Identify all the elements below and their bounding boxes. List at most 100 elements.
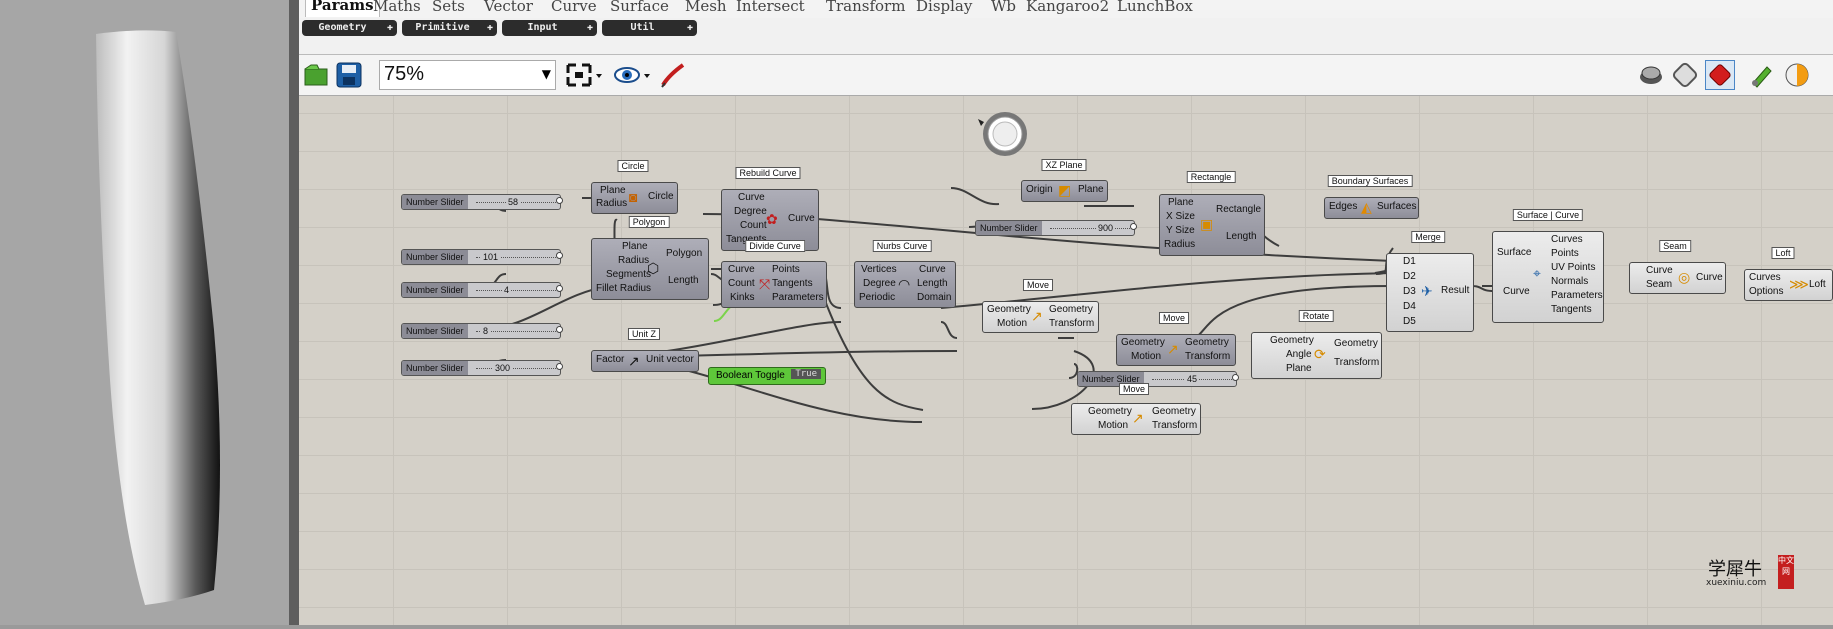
plane-icon: ◩ xyxy=(1058,182,1072,198)
nurbs-icon: ◠ xyxy=(898,276,911,292)
tab-kangaroo2[interactable]: Kangaroo2 xyxy=(1026,0,1110,15)
surface-curve-intersect-component[interactable]: Surface Curve ⌖ Curves Points UV Points … xyxy=(1492,231,1604,323)
tab-transform[interactable]: Transform xyxy=(826,0,906,15)
tab-intersect[interactable]: Intersect xyxy=(736,0,805,15)
boundary-surfaces-component[interactable]: Edges ◭ Surfaces xyxy=(1324,197,1419,219)
intersect-icon: ⌖ xyxy=(1533,265,1541,281)
rectangle-icon: ▣ xyxy=(1200,216,1214,232)
loft-component[interactable]: Curves Options ⋙ Loft xyxy=(1744,269,1833,301)
tab-wb[interactable]: Wb xyxy=(991,0,1017,15)
seam-component[interactable]: Curve Seam ◎ Curve xyxy=(1629,262,1726,294)
ribbon-tab-bar: Params Maths Sets Vector Curve Surface M… xyxy=(299,0,1833,19)
xuexiniu-logo: 学犀牛 xuexiniu.com 中文网 xyxy=(1706,555,1794,589)
output-grip[interactable] xyxy=(556,285,563,292)
component-title: Rectangle xyxy=(1186,171,1236,183)
merge-component[interactable]: D1 D2 D3 D4 D5 ✈ Result xyxy=(1386,253,1474,332)
hexagon-icon: ⬡ xyxy=(647,260,660,276)
loft-surface-render xyxy=(96,30,220,605)
move-component[interactable]: Geometry Motion ↗ Geometry Transform xyxy=(982,301,1099,333)
preview-wireframe-icon[interactable] xyxy=(1671,61,1699,89)
green-paint-icon[interactable] xyxy=(1747,61,1775,89)
tab-mesh[interactable]: Mesh xyxy=(685,0,727,15)
component-title: Move xyxy=(1022,279,1054,291)
tab-vector[interactable]: Vector xyxy=(484,0,533,15)
rhino-viewport[interactable] xyxy=(0,0,289,625)
dropdown-geometry[interactable]: Geometry✚ xyxy=(302,20,397,36)
save-icon[interactable] xyxy=(335,61,363,89)
component-title: Seam xyxy=(1659,240,1691,252)
tab-maths[interactable]: Maths xyxy=(373,0,421,15)
tab-params[interactable]: Params xyxy=(305,0,380,17)
tab-lunchbox[interactable]: LunchBox xyxy=(1117,0,1193,15)
merge-icon: ✈ xyxy=(1421,283,1433,299)
component-title: Rotate xyxy=(1298,310,1334,322)
expand-icon: ✚ xyxy=(486,22,493,33)
xz-plane-component[interactable]: Origin ◩ Plane xyxy=(1021,180,1108,202)
tab-surface[interactable]: Surface xyxy=(610,0,669,15)
seam-icon: ◎ xyxy=(1678,269,1691,285)
move-component[interactable]: Geometry Motion ↗ Geometry Transform xyxy=(1116,334,1236,366)
preview-selected-icon[interactable] xyxy=(1705,60,1735,90)
preview-eye-icon[interactable] xyxy=(613,62,653,88)
rebuild-icon: ✿ xyxy=(766,211,778,227)
rotate-icon: ⟳ xyxy=(1314,346,1326,362)
tab-sets[interactable]: Sets xyxy=(432,0,465,15)
tab-curve[interactable]: Curve xyxy=(551,0,597,15)
move-icon: ↗ xyxy=(1031,308,1043,324)
zoom-level-select[interactable]: 75% ▼ xyxy=(379,60,556,90)
canvas-toolbar: 75% ▼ xyxy=(299,55,1833,96)
wire xyxy=(940,321,958,339)
expand-icon: ✚ xyxy=(386,22,393,33)
output-grip[interactable] xyxy=(556,326,563,333)
expand-icon: ✚ xyxy=(586,22,593,33)
chevron-down-icon: ▼ xyxy=(541,67,551,81)
component-title: Move xyxy=(1118,383,1150,395)
output-grip[interactable] xyxy=(556,197,563,204)
zoom-extents-icon[interactable] xyxy=(565,62,605,88)
divide-curve-component[interactable]: Curve Count Kinks ⤧ Points Tangents Para… xyxy=(721,261,827,308)
dropdown-primitive[interactable]: Primitive✚ xyxy=(402,20,497,36)
tab-display[interactable]: Display xyxy=(916,0,973,15)
preview-shaded-icon[interactable] xyxy=(1637,61,1665,89)
wire xyxy=(817,281,924,411)
nurbs-curve-component[interactable]: Vertices Degree Periodic ◠ Curve Length … xyxy=(854,261,956,308)
unit-z-component[interactable]: Factor ↗ Unit vector xyxy=(591,350,699,372)
component-title: Divide Curve xyxy=(745,240,805,252)
polygon-component[interactable]: Plane Radius Segments Fillet Radius ⬡ Po… xyxy=(591,238,709,300)
custom-preview-icon[interactable] xyxy=(1783,61,1811,89)
output-grip[interactable] xyxy=(556,363,563,370)
move-component[interactable]: Geometry Motion ↗ Geometry Transform xyxy=(1071,403,1201,435)
output-grip[interactable] xyxy=(556,252,563,259)
loft-icon: ⋙ xyxy=(1789,276,1809,292)
divide-icon: ⤧ xyxy=(759,276,771,292)
move-icon: ↗ xyxy=(1132,410,1144,426)
rotate-component[interactable]: Geometry Angle Plane ⟳ Geometry Transfor… xyxy=(1251,332,1382,379)
panel-divider[interactable] xyxy=(289,0,299,625)
circle-component[interactable]: Plane Radius ◙ Circle xyxy=(591,182,678,214)
move-icon: ↗ xyxy=(1167,341,1179,357)
component-title: Unit Z xyxy=(627,328,661,340)
component-title: Loft xyxy=(1771,247,1795,259)
sketch-pen-icon[interactable] xyxy=(659,61,689,89)
boundary-icon: ◭ xyxy=(1361,199,1372,215)
circle-icon: ◙ xyxy=(629,189,638,205)
rectangle-component[interactable]: Plane X Size Y Size Radius ▣ Rectangle L… xyxy=(1159,194,1265,256)
navigation-compass-icon[interactable] xyxy=(975,106,1031,162)
open-file-icon[interactable] xyxy=(303,61,331,89)
output-grip[interactable] xyxy=(1130,223,1137,230)
component-title: Merge xyxy=(1411,231,1445,243)
dropdown-util[interactable]: Util✚ xyxy=(602,20,697,36)
component-title: Circle xyxy=(617,160,649,172)
dropdown-input[interactable]: Input✚ xyxy=(502,20,597,36)
component-title: Rebuild Curve xyxy=(735,167,801,179)
output-grip[interactable] xyxy=(1232,374,1239,381)
